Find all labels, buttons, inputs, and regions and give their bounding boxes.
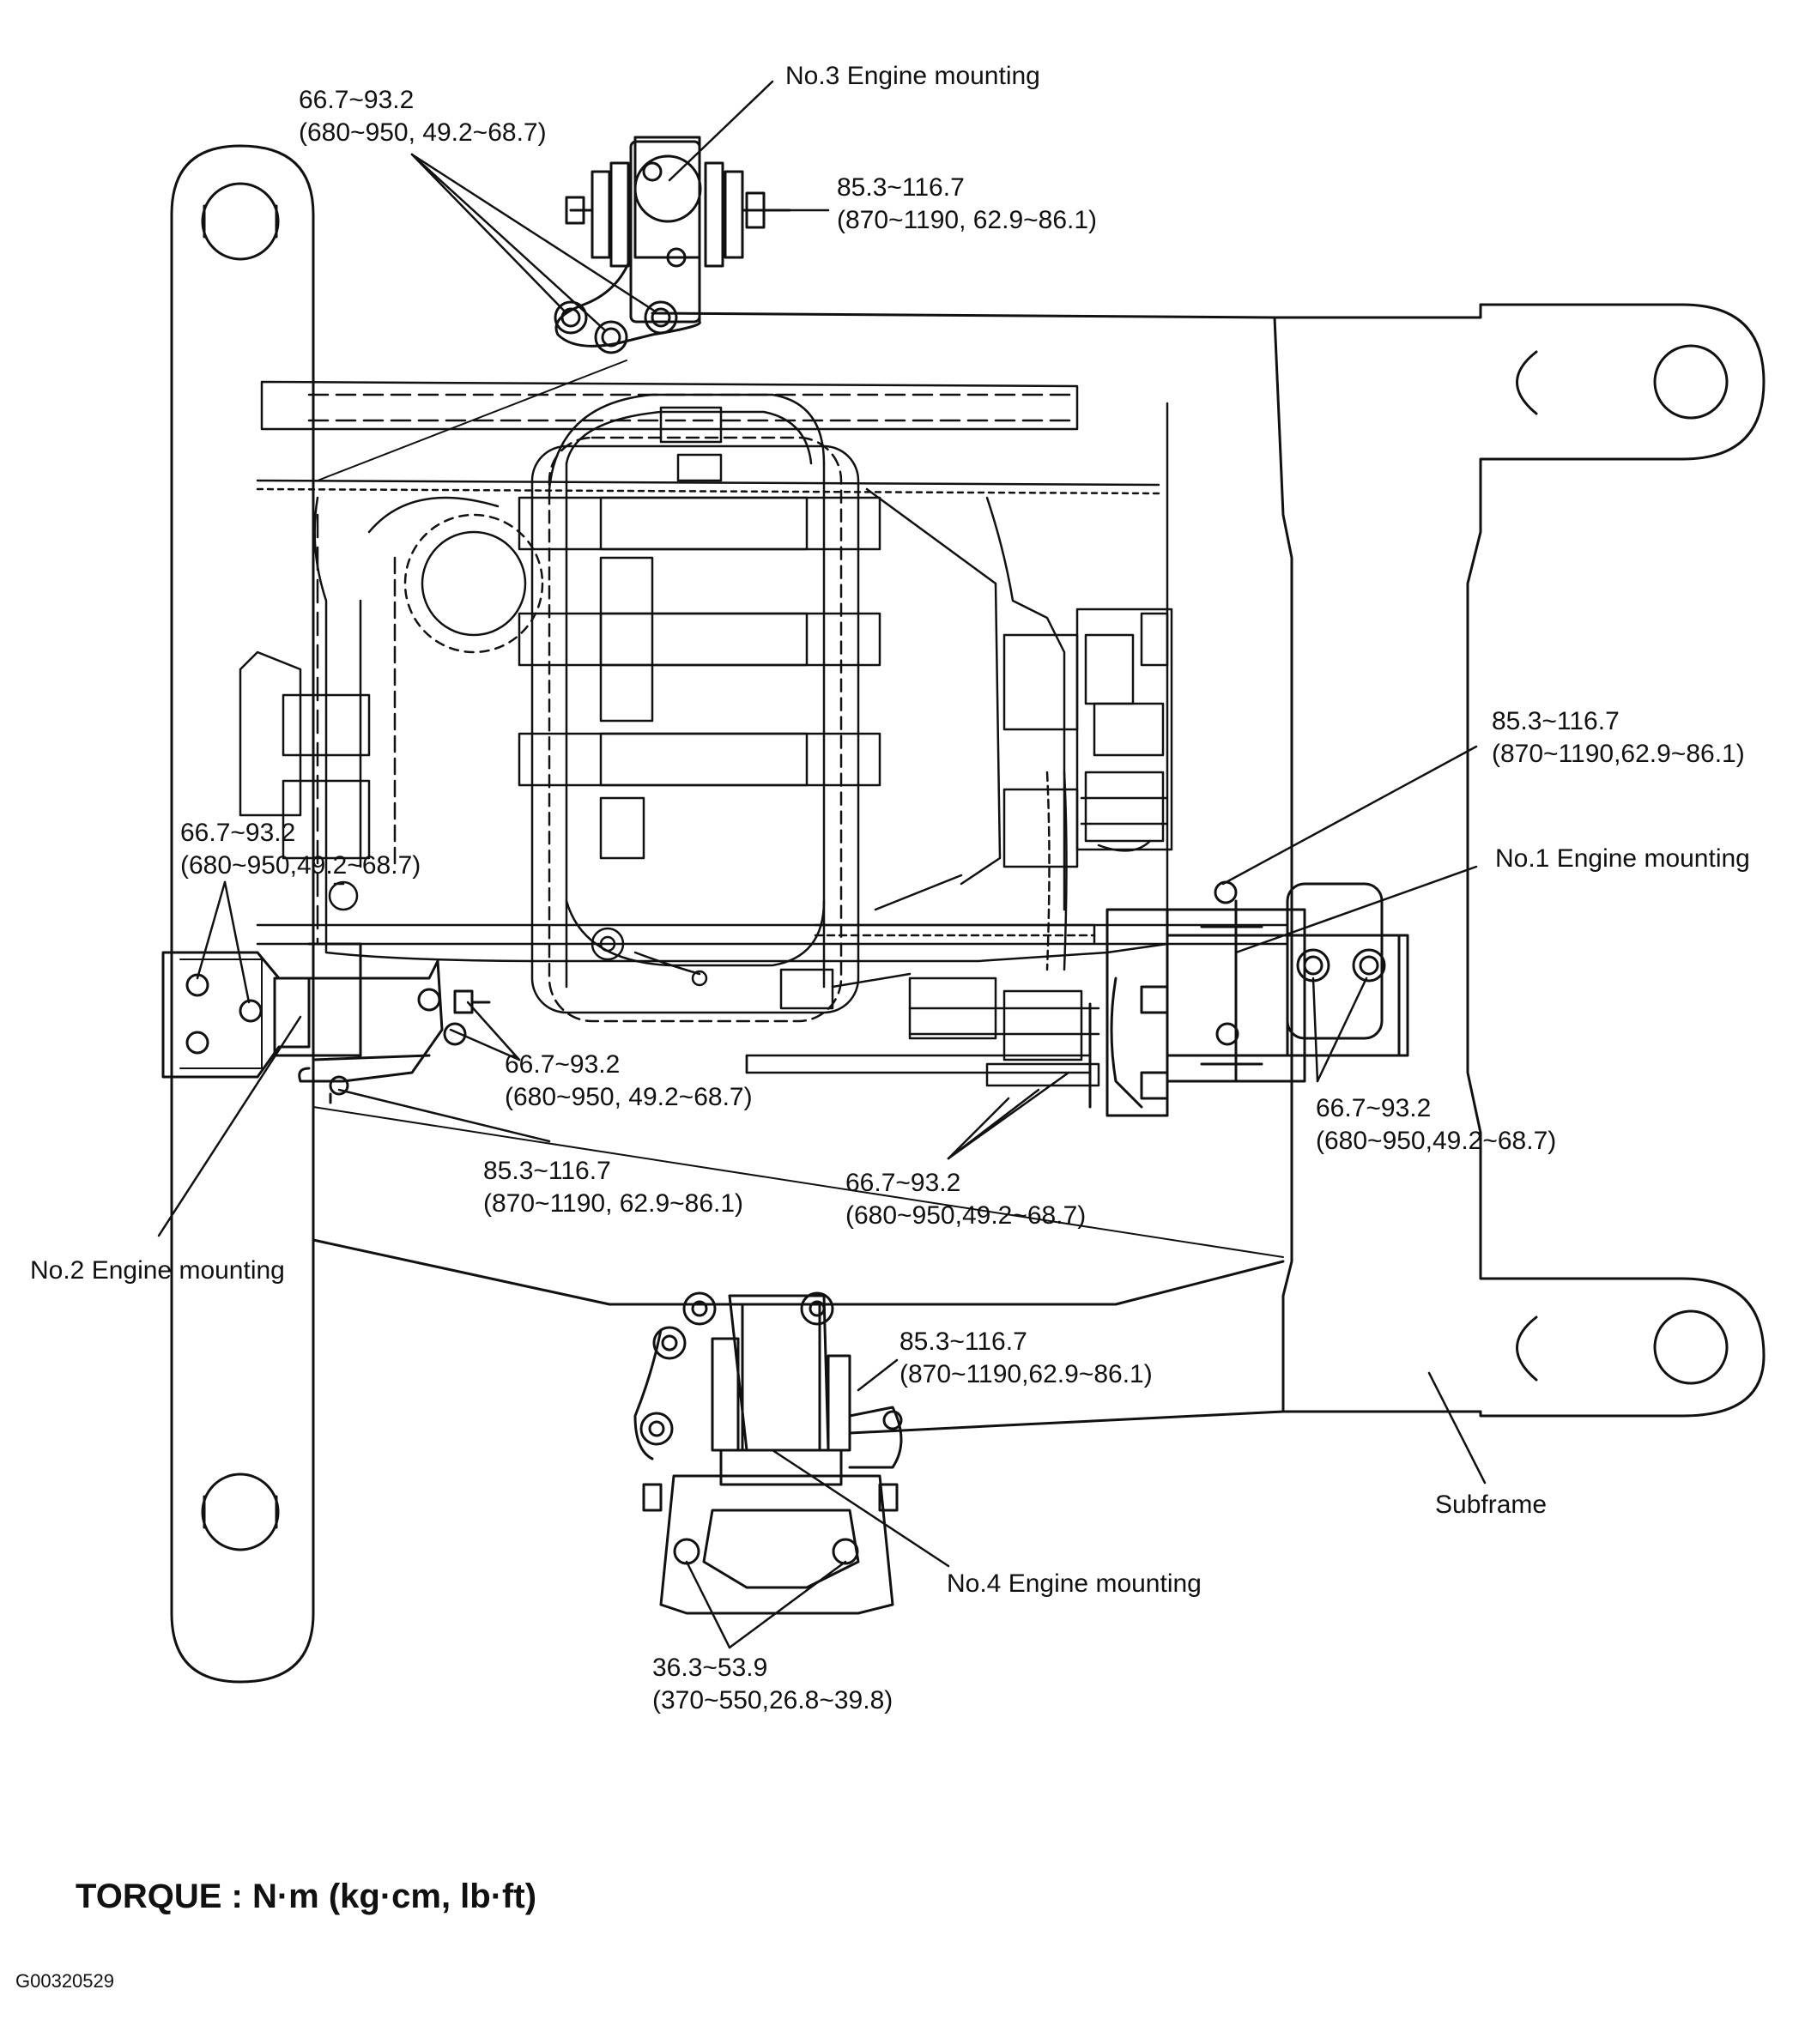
- subframe-right-crossmember: [1273, 303, 1766, 1418]
- torque-spec-no3-bracket: 66.7~93.2 (680~950, 49.2~68.7): [299, 84, 547, 149]
- torque-value: 66.7~93.2: [1316, 1094, 1432, 1122]
- torque-value: 85.3~116.7: [899, 1327, 1027, 1356]
- torque-spec-no2-bolts: 66.7~93.2 (680~950, 49.2~68.7): [505, 1049, 753, 1114]
- torque-detail: (870~1190,62.9~86.1): [899, 1360, 1153, 1388]
- subframe-mount-hole-bottom-right: [1653, 1309, 1729, 1385]
- subframe-mount-hole-top-left: [201, 182, 280, 261]
- torque-detail: (680~950, 49.2~68.7): [505, 1083, 753, 1111]
- no2-bolt-3: [185, 1031, 209, 1055]
- no2-mount-label: No.2 Engine mounting: [30, 1256, 285, 1285]
- small-hook: [328, 880, 359, 911]
- no4-bolt-1: [682, 1291, 717, 1326]
- figure-id: G00320529: [15, 1970, 114, 1992]
- torque-detail: (680~950,49.2~68.7): [1316, 1127, 1557, 1155]
- torque-spec-no4-base: 36.3~53.9 (370~550,26.8~39.8): [652, 1652, 893, 1717]
- torque-detail: (870~1190, 62.9~86.1): [837, 206, 1098, 234]
- torque-value: 85.3~116.7: [837, 173, 965, 202]
- leader-lines: [157, 80, 1487, 1649]
- subframe-left-rail: [170, 144, 315, 1684]
- torque-spec-no2-bracket: 66.7~93.2 (680~950,49.2~68.7): [180, 817, 421, 882]
- torque-spec-no1-top: 85.3~116.7 (870~1190,62.9~86.1): [1492, 705, 1745, 771]
- torque-value: 66.7~93.2: [845, 1169, 961, 1197]
- torque-value: 66.7~93.2: [299, 86, 415, 114]
- no1-mount-label: No.1 Engine mounting: [1495, 844, 1750, 873]
- torque-spec-no1-bolts: 66.7~93.2 (680~950,49.2~68.7): [1316, 1092, 1556, 1158]
- torque-detail: (680~950,49.2~68.7): [180, 851, 421, 880]
- subframe-label: Subframe: [1435, 1491, 1548, 1519]
- no4-mount-label: No.4 Engine mounting: [947, 1569, 1202, 1598]
- no3-bolt-3: [644, 300, 678, 335]
- torque-detail: (680~950, 49.2~68.7): [299, 118, 547, 147]
- no1-bolt-2: [1352, 948, 1386, 983]
- torque-spec-no2-bottom: 85.3~116.7 (870~1190, 62.9~86.1): [483, 1155, 743, 1220]
- no1-engine-mounting: [1088, 880, 1409, 1117]
- torque-value: 36.3~53.9: [652, 1654, 768, 1682]
- no1-top-bolt: [1214, 880, 1238, 904]
- subframe-mount-hole-bottom-left: [201, 1473, 280, 1551]
- no3-engine-mounting: [317, 136, 791, 481]
- no4-base-bolt-1: [673, 1538, 700, 1565]
- torque-spec-no3-through-bolt: 85.3~116.7 (870~1190, 62.9~86.1): [837, 172, 1097, 237]
- engine-assembly: [239, 380, 1289, 1087]
- no3-mount-label: No.3 Engine mounting: [785, 62, 1040, 90]
- no3-bolt-1: [554, 300, 588, 335]
- oil-filter: [421, 530, 527, 637]
- subframe-outline: [170, 144, 1766, 1684]
- no1-bolt-1: [1296, 948, 1330, 983]
- no4-base-bolt-2: [832, 1538, 859, 1565]
- subframe-mount-hole-top-right: [1653, 344, 1729, 420]
- no4-bolt-4: [639, 1412, 674, 1446]
- torque-value: 66.7~93.2: [505, 1050, 621, 1079]
- torque-spec-transaxle-bracket: 66.7~93.2 (680~950,49.2~68.7): [845, 1167, 1086, 1232]
- torque-units-legend: TORQUE : N·m (kg·cm, lb·ft): [76, 1878, 537, 1915]
- torque-spec-no4-side: 85.3~116.7 (870~1190,62.9~86.1): [899, 1326, 1153, 1391]
- torque-detail: (680~950,49.2~68.7): [845, 1201, 1087, 1230]
- torque-detail: (870~1190,62.9~86.1): [1492, 740, 1745, 768]
- torque-value: 85.3~116.7: [483, 1157, 611, 1185]
- torque-detail: (870~1190, 62.9~86.1): [483, 1189, 744, 1218]
- torque-detail: (370~550,26.8~39.8): [652, 1686, 893, 1714]
- no2-engine-mounting: [161, 942, 491, 1104]
- no2-bolt-2: [239, 999, 263, 1023]
- no4-bolt-2: [800, 1291, 834, 1326]
- no3-bolt-2: [594, 320, 628, 354]
- torque-value: 66.7~93.2: [180, 819, 296, 847]
- no4-engine-mounting: [633, 1291, 903, 1615]
- no4-bolt-3: [652, 1326, 687, 1360]
- torque-value: 85.3~116.7: [1492, 707, 1620, 735]
